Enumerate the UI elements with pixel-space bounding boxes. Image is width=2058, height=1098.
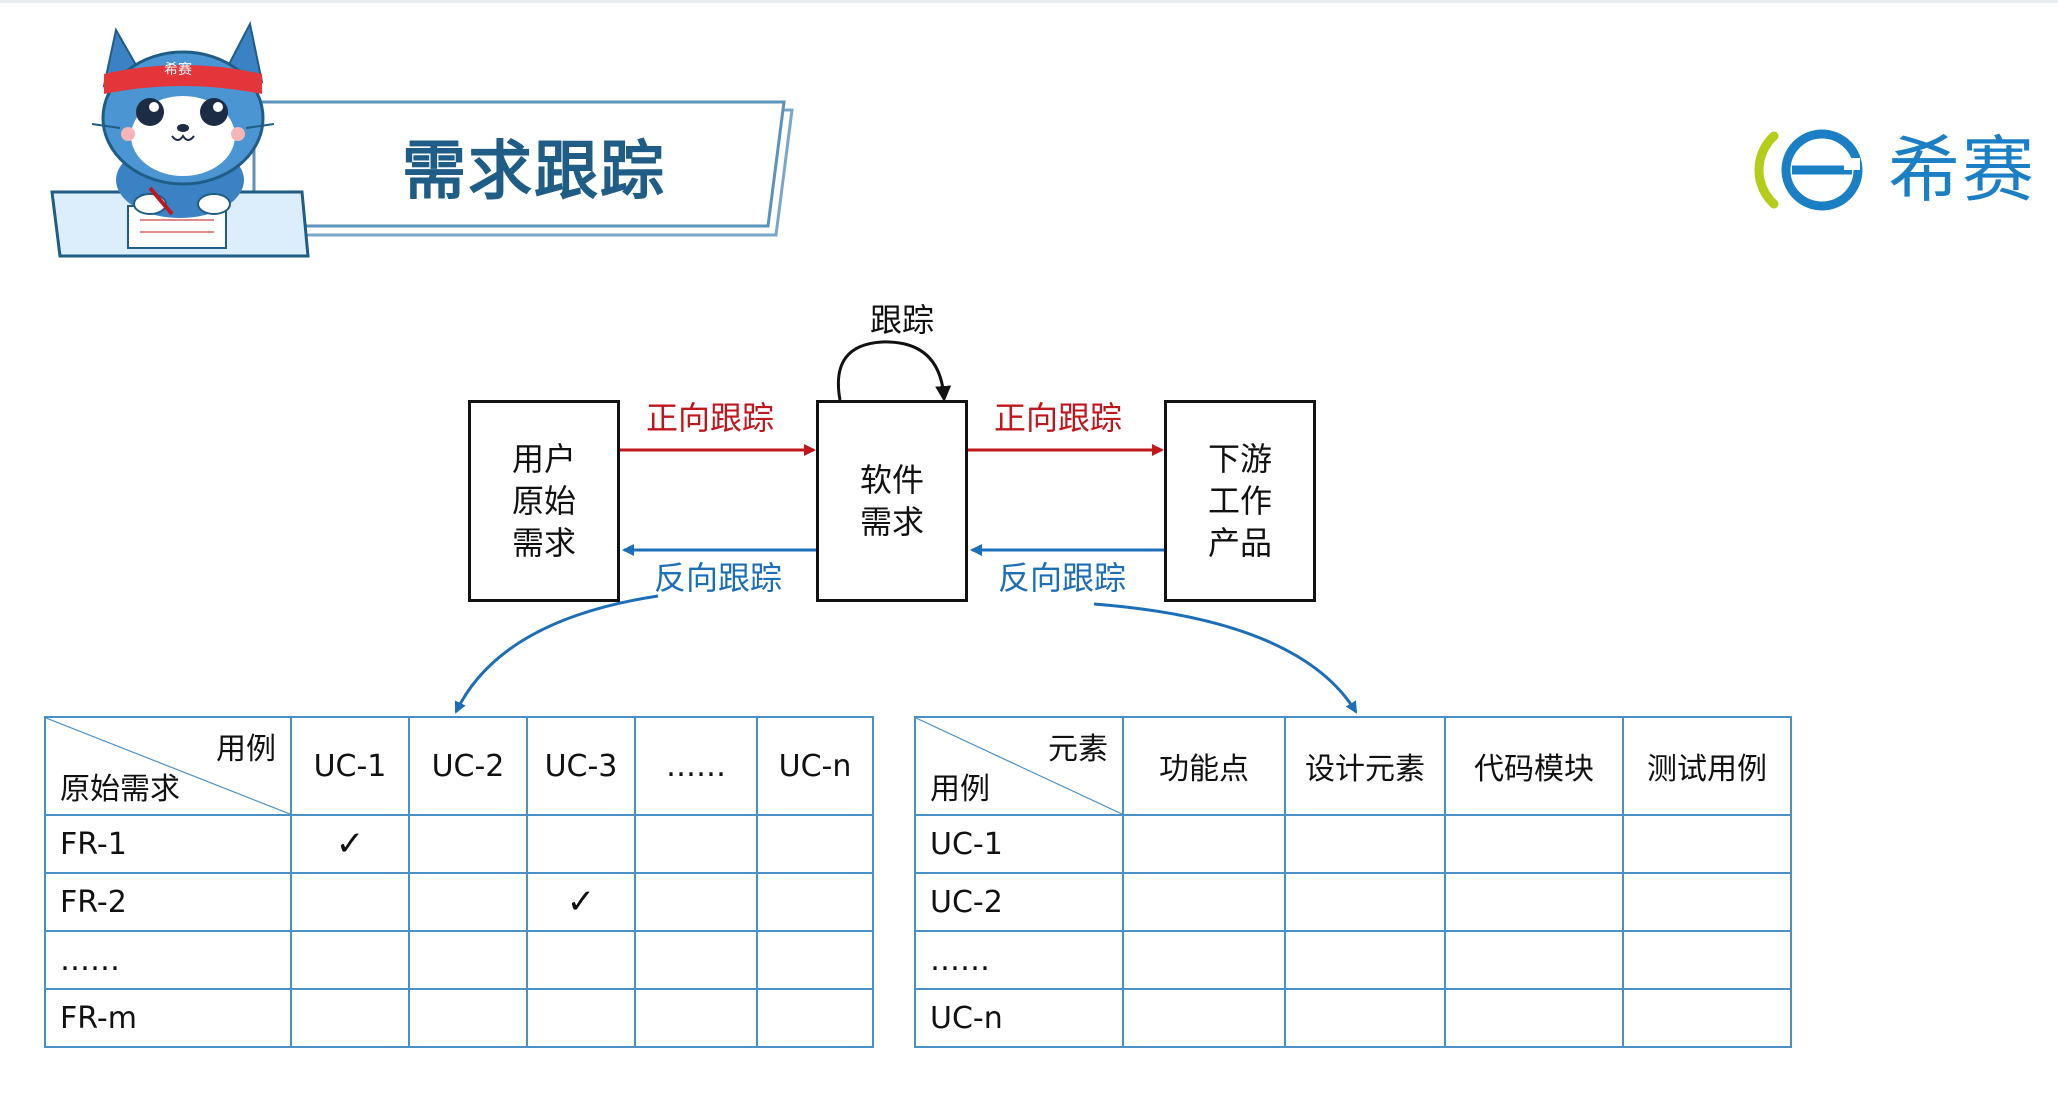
row-header: UC-2 (914, 872, 1124, 932)
table-cell (1444, 930, 1624, 990)
curve-arrow-to-left-table (454, 594, 659, 714)
corner-diagonal (46, 718, 290, 814)
column-header: UC-n (756, 716, 874, 816)
backward-trace-label-left: 反向跟踪 (654, 559, 783, 597)
table-cell (1444, 814, 1624, 874)
page-title: 需求跟踪 (402, 135, 666, 209)
column-header: 功能点 (1122, 716, 1286, 816)
logo-mark-icon (1754, 129, 1863, 211)
forward-trace-label-right: 正向跟踪 (994, 399, 1123, 437)
corner-diagonal (916, 718, 1122, 814)
self-trace-arrow (836, 340, 952, 402)
row-header: FR-2 (44, 872, 292, 932)
table-cell (1622, 872, 1792, 932)
table-cell (756, 930, 874, 990)
table-row: FR-m (44, 988, 874, 1048)
table-cell (1622, 814, 1792, 874)
usecase-elements-matrix: 元素 用例 功能点 设计元素 代码模块 测试用例 UC-1 UC-2 …… (914, 716, 1792, 1048)
row-header: …… (914, 930, 1124, 990)
table-cell (634, 814, 758, 874)
table-header-row: 元素 用例 功能点 设计元素 代码模块 测试用例 (914, 716, 1792, 816)
self-trace-label: 跟踪 (870, 301, 935, 339)
mascot-headband-text: 希赛 (164, 62, 192, 78)
table-cell (408, 872, 528, 932)
curve-arrow-to-right-table (1093, 602, 1358, 714)
table-cell (756, 814, 874, 874)
backward-trace-label-right: 反向跟踪 (998, 559, 1127, 597)
table-cell (1122, 872, 1286, 932)
table-cell (1122, 814, 1286, 874)
table-cell (290, 930, 410, 990)
table-cell (1622, 988, 1792, 1048)
table-cell (1622, 930, 1792, 990)
table-cell (408, 988, 528, 1048)
table-header-row: 用例 原始需求 UC-1 UC-2 UC-3 …… UC-n (44, 716, 874, 816)
table-cell (526, 988, 636, 1048)
column-header: 代码模块 (1444, 716, 1624, 816)
logo-text: 希赛 (1888, 128, 2037, 212)
table-cell (1284, 814, 1446, 874)
column-header: 设计元素 (1284, 716, 1446, 816)
table-corner-cell: 用例 原始需求 (44, 716, 292, 816)
corner-top-label: 用例 (216, 732, 276, 767)
table-row: UC-2 (914, 872, 1792, 932)
row-header: FR-1 (44, 814, 292, 874)
downstream-products-box: 下游 工作 产品 (1164, 400, 1316, 602)
row-header: UC-n (914, 988, 1124, 1048)
table-cell: ✓ (526, 872, 636, 932)
table-cell (1284, 872, 1446, 932)
row-header: UC-1 (914, 814, 1124, 874)
column-header: UC-3 (526, 716, 636, 816)
header-banner: 希赛 需求跟踪 (0, 0, 820, 270)
table-cell (634, 988, 758, 1048)
table-cell (634, 930, 758, 990)
user-requirements-box: 用户 原始 需求 (468, 400, 620, 602)
table-cell (526, 930, 636, 990)
corner-bottom-label: 用例 (930, 772, 990, 807)
requirements-usecase-matrix: 用例 原始需求 UC-1 UC-2 UC-3 …… UC-n FR-1 ✓ FR… (44, 716, 874, 1048)
table-cell (1284, 930, 1446, 990)
table-cell (408, 930, 528, 990)
table-row: …… (914, 930, 1792, 990)
table-cell (756, 872, 874, 932)
table-cell (634, 872, 758, 932)
row-header: FR-m (44, 988, 292, 1048)
table-row: FR-2 ✓ (44, 872, 874, 932)
brand-logo: 希赛 (1748, 118, 2048, 218)
column-header: 测试用例 (1622, 716, 1792, 816)
table-row: …… (44, 930, 874, 990)
table-cell (526, 814, 636, 874)
table-cell: ✓ (290, 814, 410, 874)
table-cell (1284, 988, 1446, 1048)
table-cell (1122, 988, 1286, 1048)
table-cell (1122, 930, 1286, 990)
table-cell (290, 872, 410, 932)
banner-graphic (50, 21, 794, 258)
table-cell (408, 814, 528, 874)
table-cell (1444, 872, 1624, 932)
table-row: UC-1 (914, 814, 1792, 874)
row-header: …… (44, 930, 292, 990)
table-row: FR-1 ✓ (44, 814, 874, 874)
table-row: UC-n (914, 988, 1792, 1048)
forward-trace-label-left: 正向跟踪 (646, 399, 775, 437)
column-header: UC-1 (290, 716, 410, 816)
table-cell (1444, 988, 1624, 1048)
column-header: UC-2 (408, 716, 528, 816)
software-requirements-box: 软件 需求 (816, 400, 968, 602)
column-header: …… (634, 716, 758, 816)
corner-bottom-label: 原始需求 (60, 772, 180, 807)
top-border (0, 0, 2058, 3)
table-cell (290, 988, 410, 1048)
corner-top-label: 元素 (1048, 732, 1108, 767)
table-cell (756, 988, 874, 1048)
table-corner-cell: 元素 用例 (914, 716, 1124, 816)
